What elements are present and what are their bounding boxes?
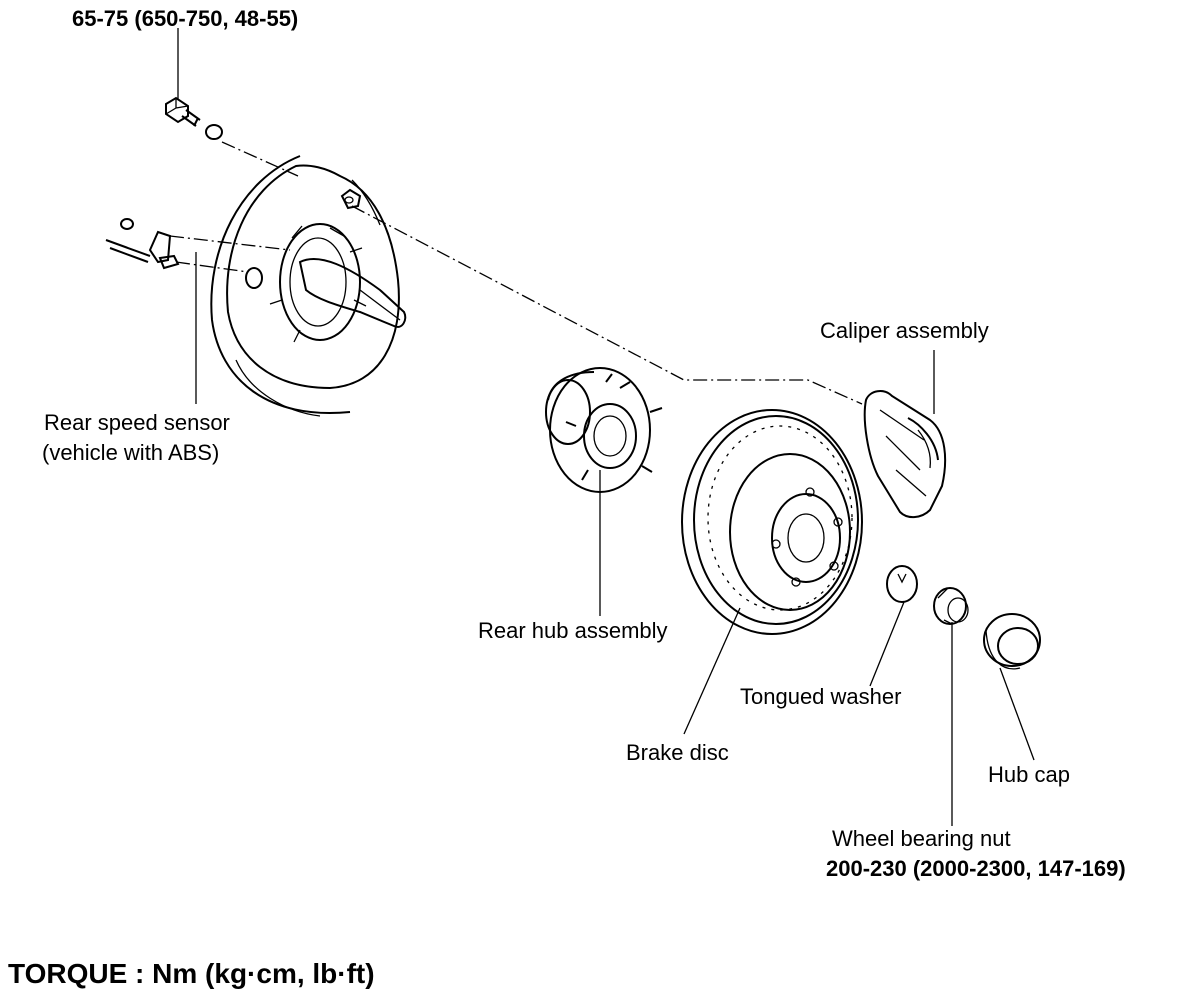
speed-sensor-icon — [105, 218, 291, 289]
axle-center-line — [351, 205, 863, 405]
caliper-assembly-label: Caliper assembly — [820, 318, 989, 343]
caliper-icon — [863, 390, 947, 518]
rear-speed-sensor-label-2: (vehicle with ABS) — [42, 440, 220, 465]
brake-disc-label: Brake disc — [626, 740, 729, 765]
hub-cap-label: Hub cap — [988, 762, 1070, 787]
bolt-icon — [165, 96, 201, 127]
nut-icon — [933, 587, 969, 625]
hub-icon — [545, 367, 663, 493]
wheel-bearing-nut-label: Wheel bearing nut — [832, 826, 1011, 851]
torque-unit-footer: TORQUE : Nm (kg·cm, lb·ft) — [8, 958, 375, 989]
washer-icon — [205, 124, 223, 140]
rear-speed-sensor-label-1: Rear speed sensor — [44, 410, 230, 435]
tongued-washer-icon — [886, 565, 918, 603]
wheel-bearing-nut-torque: 200-230 (2000-2300, 147-169) — [826, 856, 1126, 881]
backing-plate-icon — [210, 155, 407, 417]
brake-disc-icon — [681, 409, 863, 635]
tongued-washer-label: Tongued washer — [740, 684, 902, 709]
washer-leader-line — [869, 601, 905, 687]
bolt-center-line — [221, 141, 299, 177]
disc-leader-line — [683, 607, 741, 735]
hub-cap-icon — [983, 613, 1041, 670]
rear-hub-assembly-label: Rear hub assembly — [478, 618, 668, 643]
hubcap-leader-line — [999, 667, 1035, 761]
bolt-torque-spec: 65-75 (650-750, 48-55) — [72, 6, 299, 31]
